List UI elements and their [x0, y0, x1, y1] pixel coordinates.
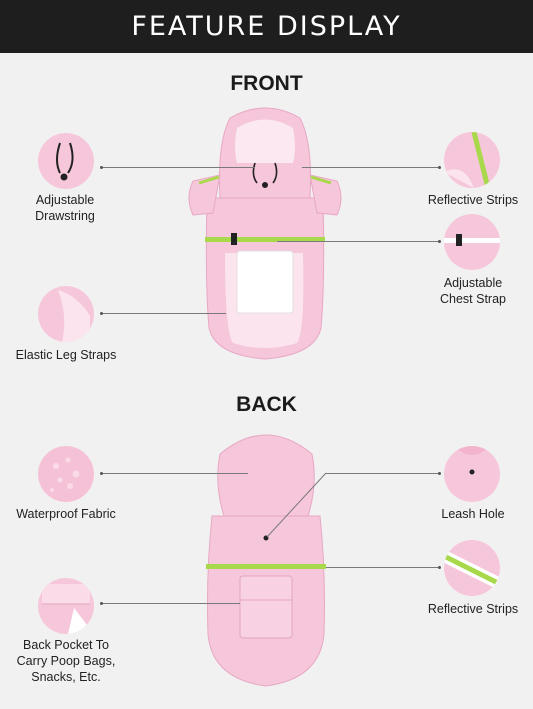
page-title: FEATURE DISPLAY [131, 11, 402, 42]
drawstring-thumbnail [38, 133, 94, 189]
page-header: FEATURE DISPLAY [0, 0, 533, 53]
pocket-leader-line [102, 603, 240, 604]
front-raincoat-image [188, 107, 342, 360]
drawstring-leader-line [102, 167, 255, 168]
back-section-title: BACK [236, 393, 297, 416]
pocket-label: Back Pocket To Carry Poop Bags, Snacks, … [16, 638, 116, 684]
pocket-thumbnail [38, 578, 94, 634]
back-reflective-label: Reflective Strips [427, 602, 519, 616]
leg-straps-leader-line [102, 313, 226, 314]
chest-strap-label: Adjustable Chest Strap [439, 276, 506, 306]
front-section-title: FRONT [230, 72, 303, 95]
waterproof-leader-line [102, 473, 248, 474]
back-reflective-thumbnail [444, 540, 500, 596]
leg-straps-thumbnail [38, 286, 94, 342]
leg-straps-label: Elastic Leg Straps [15, 348, 117, 362]
leash-hole-label: Leash Hole [441, 507, 505, 521]
front-reflective-label: Reflective Strips [427, 193, 519, 207]
leash-hole-thumbnail [444, 446, 500, 502]
drawstring-label: Adjustable Drawstring [35, 193, 95, 223]
waterproof-thumbnail [38, 446, 94, 502]
back-raincoat-image [206, 434, 326, 687]
waterproof-label: Waterproof Fabric [16, 507, 116, 521]
chest-strap-thumbnail [444, 214, 500, 270]
front-reflective-leader-line [302, 167, 440, 168]
leash-hole-leader-line [326, 473, 440, 474]
chest-strap-leader-line [277, 241, 440, 242]
front-reflective-thumbnail [444, 132, 500, 188]
leash-hole-pointer [266, 472, 327, 538]
back-reflective-leader-line [326, 567, 440, 568]
